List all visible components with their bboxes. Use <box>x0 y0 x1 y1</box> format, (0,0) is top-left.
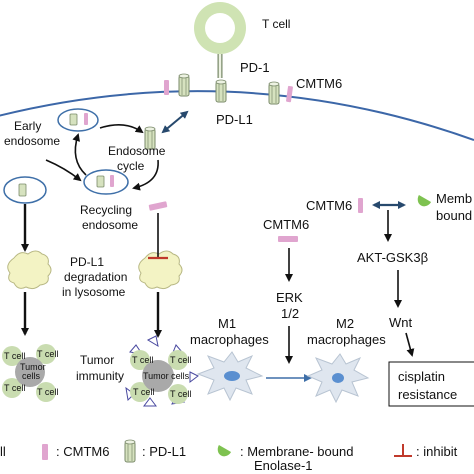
cmtm6-membrane-right <box>286 85 293 103</box>
tumor-cells-left-label-2: cells <box>22 371 41 381</box>
t-cell-small-label-3: T cell <box>4 383 25 393</box>
m2-label-2: macrophages <box>307 332 386 347</box>
legend-inhibit-label: : inhibit <box>416 444 458 459</box>
lysosome-left <box>7 250 52 290</box>
membrane-bound-label-2: bound <box>436 208 472 223</box>
legend-cmtm6-label: : CMTM6 <box>56 444 109 459</box>
legend-partial-label: ll <box>0 444 6 459</box>
t-cell-small-label-7: T cell <box>133 387 154 397</box>
membrane-bound-label-1: Memb <box>436 191 472 206</box>
cmtm6-top-label: CMTM6 <box>296 76 342 91</box>
degradation-label-2: degradation <box>64 270 127 284</box>
t-cell-small-label-6: T cell <box>170 355 191 365</box>
pd-l1-membrane-left <box>178 73 190 97</box>
legend: ll : CMTM6 : PD-L1 : Membrane- bound Eno… <box>0 439 458 473</box>
tumor-cluster-mid <box>125 335 199 407</box>
cmtm6-mid-icon <box>278 236 298 242</box>
tumor-immunity-label-1: Tumor <box>80 353 114 367</box>
pd-l1-membrane <box>215 79 227 103</box>
recycling-endosome-label-1: Recycling <box>80 203 132 217</box>
legend-enolase-icon <box>217 445 232 457</box>
pd-l1-membrane-right <box>268 81 280 105</box>
t-cell-small-label-5: T cell <box>132 355 153 365</box>
endosome-cycle-label-2: cycle <box>117 159 145 173</box>
cycle-arrow-top <box>99 124 144 134</box>
tumor-cells-left-label-1: Tumor <box>20 362 46 372</box>
early-endosome-label-1: Early <box>14 119 41 133</box>
t-cell-label: T cell <box>262 17 290 31</box>
endosome-cycle-label-1: Endosome <box>108 144 166 158</box>
erk-label-1: ERK <box>276 290 303 305</box>
t-cell-small-label-2: T cell <box>37 349 58 359</box>
cmtm6-mid-label: CMTM6 <box>263 217 309 232</box>
cisplatin-label-2: resistance <box>398 387 457 402</box>
early-endosome-label-2: endosome <box>4 134 60 148</box>
legend-pdl1-label: : PD-L1 <box>142 444 186 459</box>
legend-cmtm6-icon <box>42 444 48 460</box>
early-endosome <box>57 108 99 132</box>
t-cell-small-label-4: T cell <box>37 387 58 397</box>
enolase-right-icon <box>417 195 432 207</box>
tumor-immunity-label-2: immunity <box>76 369 124 383</box>
t-cell <box>194 2 246 54</box>
tumor-cluster-left <box>2 344 56 402</box>
tumor-cells-mid-label: Tumor cells <box>143 371 190 381</box>
lysosome-vesicle-left <box>3 176 47 204</box>
cmtm6-right-label: CMTM6 <box>306 198 352 213</box>
legend-pdl1-icon <box>124 439 136 463</box>
cell-membrane <box>0 90 474 141</box>
pd1-label: PD-1 <box>240 60 270 75</box>
m2-label-1: M2 <box>336 316 354 331</box>
m1-macrophage <box>196 351 264 402</box>
t-cell-small-label-1: T cell <box>4 351 25 361</box>
cycle-arrow-left <box>72 133 87 176</box>
erk-label-2: 1/2 <box>281 306 299 321</box>
recycling-endosome <box>83 169 129 195</box>
recycling-endosome-label-2: endosome <box>82 218 138 232</box>
legend-membrane-label-1: : Membrane- bound <box>240 444 353 459</box>
lysosome-mid <box>138 250 183 290</box>
cycle-arrow-in <box>45 159 82 182</box>
arrow-to-cisplatin <box>405 332 415 357</box>
membrane-endosome-arrow <box>161 110 189 134</box>
m1-label-1: M1 <box>218 316 236 331</box>
cisplatin-label-1: cisplatin <box>398 369 445 384</box>
t-cell-small-label-8: T cell <box>170 389 191 399</box>
legend-membrane-label-2: Enolase-1 <box>254 458 313 473</box>
cmtm6-membrane-left <box>164 80 169 95</box>
m2-macrophage <box>306 353 370 404</box>
cmtm6-right-icon <box>358 198 363 213</box>
wnt-label: Wnt <box>389 315 413 330</box>
akt-label: AKT-GSK3β <box>357 250 428 265</box>
cycle-arrow-right <box>132 159 159 191</box>
t-cell-nucleus <box>205 13 235 43</box>
degradation-label-3: in lysosome <box>62 285 126 299</box>
cmtm6-recycling <box>148 201 168 211</box>
m1-label-2: macrophages <box>190 332 269 347</box>
cisplatin-resistance-box <box>388 361 474 407</box>
pdl1-top-label: PD-L1 <box>216 112 253 127</box>
degradation-label-1: PD-L1 <box>70 255 104 269</box>
